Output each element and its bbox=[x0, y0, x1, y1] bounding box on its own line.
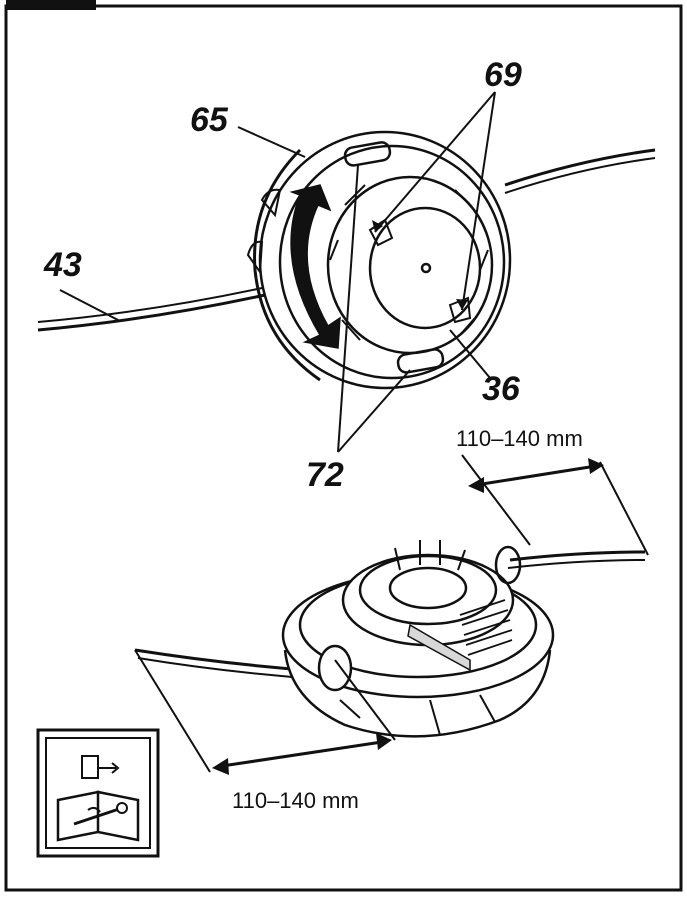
rotation-arrow-icon bbox=[289, 184, 341, 349]
leader-36 bbox=[449, 329, 491, 379]
manual-reference-icon bbox=[36, 728, 160, 858]
spool-hole bbox=[420, 262, 432, 274]
leader-69-a bbox=[374, 91, 496, 233]
dim-top-arrowheads bbox=[468, 458, 604, 493]
wrench-head-icon bbox=[116, 802, 128, 814]
page-icon bbox=[81, 755, 99, 779]
arrow-icon-head bbox=[111, 762, 120, 774]
dimension-bottom bbox=[134, 649, 396, 773]
callout-69: 69 bbox=[484, 56, 522, 94]
line-guide-upper bbox=[368, 218, 394, 247]
callout-65: 65 bbox=[190, 101, 228, 139]
side-line-right-edge bbox=[507, 559, 646, 569]
callout-36: 36 bbox=[482, 370, 520, 408]
page-tab-icon bbox=[6, 0, 96, 10]
dimension-top bbox=[461, 454, 649, 556]
eyelet-left bbox=[317, 644, 353, 692]
wrench-icon bbox=[73, 806, 123, 826]
leader-lines-top bbox=[59, 91, 496, 453]
side-line-right bbox=[509, 550, 646, 562]
dim-top-line bbox=[475, 464, 597, 487]
cutting-line-right-edge bbox=[504, 157, 656, 194]
line-slot-bottom bbox=[396, 348, 445, 374]
line-channel bbox=[407, 623, 471, 672]
leader-72-b bbox=[337, 369, 411, 453]
dim-bottom-line bbox=[221, 740, 383, 768]
leader-69-arrowheads bbox=[372, 220, 468, 310]
trim-head-side-view bbox=[134, 540, 646, 738]
leader-69-b bbox=[461, 91, 496, 311]
line-slot-top bbox=[343, 141, 392, 167]
dim-bottom-ext-left bbox=[134, 649, 211, 773]
housing-inner-rim bbox=[278, 144, 506, 380]
dimension-label-top: 110–140 mm bbox=[456, 426, 583, 451]
leader-65 bbox=[237, 126, 306, 158]
dimension-label-bottom: 110–140 mm bbox=[232, 788, 359, 813]
trim-head-top-view bbox=[37, 130, 656, 390]
leader-72-a bbox=[337, 164, 359, 453]
wrench-handle-icon bbox=[87, 806, 101, 813]
dim-bottom-ext-right bbox=[334, 659, 396, 741]
cutting-line-left-edge bbox=[37, 287, 263, 323]
spool-coil bbox=[459, 599, 513, 656]
bowl-ribs bbox=[339, 694, 496, 736]
side-spool-hub bbox=[388, 566, 468, 610]
housing-rim bbox=[253, 148, 321, 382]
spool-clips bbox=[394, 540, 466, 571]
leader-43 bbox=[59, 289, 119, 321]
dim-top-ext-right bbox=[599, 461, 649, 556]
spool-center bbox=[368, 206, 482, 330]
eyelet-right bbox=[494, 545, 522, 585]
housing-side-tabs bbox=[246, 188, 282, 275]
page-border bbox=[4, 4, 683, 892]
dim-top-ext-left bbox=[461, 454, 531, 546]
side-spool-top bbox=[358, 554, 498, 626]
cutting-line-right bbox=[504, 148, 656, 187]
callout-72: 72 bbox=[306, 456, 344, 494]
callout-43: 43 bbox=[44, 246, 82, 284]
cutting-line-left bbox=[37, 293, 266, 332]
